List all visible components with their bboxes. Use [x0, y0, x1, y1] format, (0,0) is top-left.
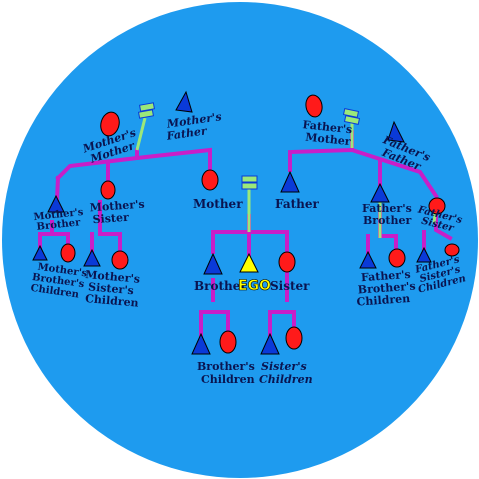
- fathers-brothers-children-label: Father's Brother's Children: [355, 267, 421, 308]
- line-ms-children: [98, 200, 122, 254]
- father-label: Father: [275, 197, 320, 211]
- sisters-child-male-triangle: [260, 332, 280, 355]
- line-paternal-bar: [288, 147, 439, 199]
- sister-circle: [278, 251, 296, 273]
- brother-label: Brother: [194, 279, 247, 293]
- line-sisters-children-bar: [268, 310, 296, 342]
- mothers-brother-label: Mother's Brother: [33, 207, 88, 233]
- fb-child-male-triangle: [359, 250, 377, 269]
- mgp-marriage-mark-b: [138, 109, 154, 119]
- fathers-father-triangle: [387, 120, 405, 143]
- mb-child-female-circle: [60, 243, 76, 263]
- mother-label: Mother: [193, 197, 243, 211]
- fathers-mother-circle: [305, 94, 323, 118]
- fs-child-male-triangle: [416, 246, 432, 263]
- mothers-sisters-children-label: Mother's Sister's Children: [83, 268, 145, 310]
- brothers-child-male-triangle: [191, 332, 211, 355]
- fs-child-female-circle: [444, 243, 460, 257]
- ego-label: EGO: [238, 278, 271, 294]
- father-triangle: [280, 170, 300, 193]
- fathers-brother-label: Father's Brother: [362, 202, 416, 227]
- pgp-marriage-mark-a: [342, 108, 360, 118]
- mothers-father-triangle: [175, 90, 193, 113]
- line-mothers-brother-drop: [54, 175, 61, 203]
- persons: [32, 90, 460, 355]
- parents-marriage-mark-a: [241, 175, 258, 183]
- pgp-marriage-mark-b: [343, 115, 361, 125]
- line-fs-children: [434, 212, 453, 241]
- fb-child-female-circle: [388, 248, 406, 268]
- line-brothers-children-bar: [199, 310, 230, 342]
- fathers-sister-circle: [428, 197, 446, 215]
- ms-child-male-triangle: [83, 248, 101, 267]
- sisters-child-female-circle: [285, 326, 303, 350]
- ego-triangle: [239, 252, 259, 273]
- mothers-sister-circle: [100, 180, 116, 200]
- mothers-brother-triangle: [47, 194, 65, 213]
- parents-marriage-mark-b: [241, 182, 258, 190]
- fathers-mother-label: Father's Mother: [301, 118, 357, 148]
- sister-label: Sister: [270, 279, 310, 293]
- mothers-sister-label: Mother's Sister: [89, 197, 149, 226]
- mb-child-male-triangle: [32, 244, 48, 261]
- brother-triangle: [203, 252, 223, 275]
- fathers-brother-triangle: [370, 182, 390, 203]
- brothers-child-female-circle: [219, 330, 237, 354]
- sisters-children-label: Sister's Children: [259, 360, 313, 386]
- ms-child-female-circle: [111, 250, 129, 270]
- mothers-mother-circle: [100, 111, 120, 137]
- mgp-marriage-line: [135, 117, 147, 151]
- mother-circle: [201, 169, 219, 191]
- marriage-markers: [138, 102, 361, 190]
- mgp-marriage-mark-a: [139, 102, 155, 112]
- brothers-children-label: Brother's Children: [197, 360, 259, 386]
- line-maternal-bar: [55, 147, 212, 181]
